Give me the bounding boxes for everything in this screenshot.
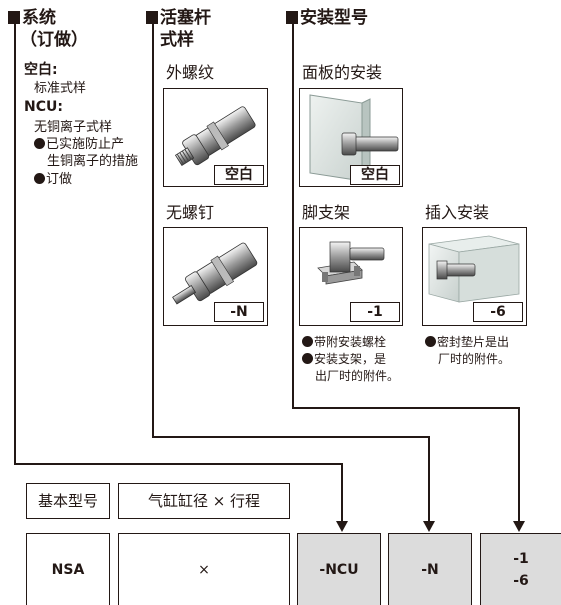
header-basic-model: 基本型号	[26, 483, 110, 519]
system-title-text: 系统	[22, 8, 56, 28]
blank-option-desc: 标准式样	[34, 81, 87, 96]
insert-note-2: 厂时的附件。	[438, 352, 511, 366]
arrow-down-icon	[423, 521, 435, 532]
mount-option-foot-label: 脚支架	[302, 203, 351, 222]
bullet-dot-icon	[34, 138, 45, 149]
black-square-icon	[8, 11, 20, 24]
cell-rod-code: -N	[388, 533, 472, 605]
foot-bracket-icon	[317, 241, 385, 285]
connector-mount-drop	[518, 407, 520, 523]
code-tag-6-mount: -6	[473, 302, 523, 322]
foot-note-1-text: 带附安装螺栓	[314, 335, 387, 349]
rod-end-title-text: 活塞杆	[160, 8, 211, 28]
blank-option-label: 空白:	[24, 62, 58, 78]
section-title-mounting: 安装型号	[286, 8, 368, 28]
code-tag-blank-rod: 空白	[214, 165, 264, 185]
section-title-system-line2: （订做）	[20, 30, 88, 50]
connector-rod-horizontal	[152, 436, 430, 438]
connector-system-vertical	[14, 22, 16, 465]
foot-note-3: 出厂时的附件。	[315, 369, 400, 383]
male-thread-cylinder-photo: 空白	[163, 88, 268, 187]
insert-note-1-text: 密封垫片是出	[437, 335, 510, 349]
ncu-bullet-1-text: 已实施防止产	[46, 137, 125, 152]
no-thread-cylinder-photo: -N	[163, 227, 268, 326]
code-tag-blank-mount: 空白	[350, 165, 400, 185]
connector-mount-horizontal	[292, 407, 520, 409]
cell-mount-code-6: -6	[513, 572, 529, 589]
connector-rod-vertical	[152, 22, 154, 438]
section-title-rod-end: 活塞杆	[146, 8, 211, 28]
mount-option-insert-label: 插入安装	[425, 203, 490, 222]
rod-option-no-thread-label: 无螺钉	[166, 203, 215, 222]
section-title-rod-end-line2: 式样	[160, 30, 194, 50]
ncu-option-desc: 无铜离子式样	[34, 120, 113, 135]
foot-note-2: 安装支架，是	[302, 351, 386, 368]
cell-mount-code-1: -1	[513, 550, 529, 567]
ncu-bullet-1-cont: 生铜离子的措施	[47, 154, 139, 169]
cell-system-code: -NCU	[297, 533, 381, 605]
mount-option-panel-label: 面板的安装	[302, 63, 383, 82]
cell-basic-model: NSA	[26, 533, 110, 605]
bullet-dot-icon	[34, 173, 45, 184]
panel-mount-icon	[309, 94, 399, 182]
connector-system-horizontal	[14, 463, 343, 465]
bullet-dot-icon	[302, 336, 313, 347]
ncu-bullet-1: 已实施防止产	[34, 136, 124, 153]
section-title-system: 系统	[8, 8, 56, 28]
bullet-dot-icon	[425, 336, 436, 347]
bullet-dot-icon	[302, 353, 313, 364]
arrow-down-icon	[513, 521, 525, 532]
arrow-down-icon	[336, 521, 348, 532]
header-bore-stroke: 气缸缸径 × 行程	[118, 483, 290, 519]
foot-note-2-text: 安装支架，是	[314, 352, 387, 366]
cell-bore-stroke: ×	[118, 533, 290, 605]
ncu-bullet-2-text: 订做	[46, 172, 73, 187]
code-tag-1-mount: -1	[350, 302, 400, 322]
ncu-option-label: NCU:	[24, 99, 63, 115]
no-thread-cylinder-icon	[172, 242, 258, 305]
black-square-icon	[146, 11, 158, 24]
ncu-bullet-2: 订做	[34, 171, 72, 188]
connector-mount-vertical	[292, 22, 294, 409]
panel-mount-photo: 空白	[299, 88, 403, 187]
foot-note-1: 带附安装螺栓	[302, 334, 386, 351]
connector-rod-drop	[428, 436, 430, 523]
insert-mount-photo: -6	[422, 227, 527, 326]
code-tag-n-rod: -N	[214, 302, 264, 322]
foot-bracket-photo: -1	[299, 227, 403, 326]
black-square-icon	[286, 11, 298, 24]
insert-mount-icon	[428, 235, 520, 303]
rod-option-male-thread-label: 外螺纹	[166, 63, 215, 82]
mounting-title-text: 安装型号	[300, 8, 368, 28]
male-thread-cylinder-icon	[174, 106, 256, 166]
connector-system-drop	[341, 463, 343, 523]
cell-mount-code: -1 -6	[480, 533, 561, 605]
insert-note-1: 密封垫片是出	[425, 334, 509, 351]
